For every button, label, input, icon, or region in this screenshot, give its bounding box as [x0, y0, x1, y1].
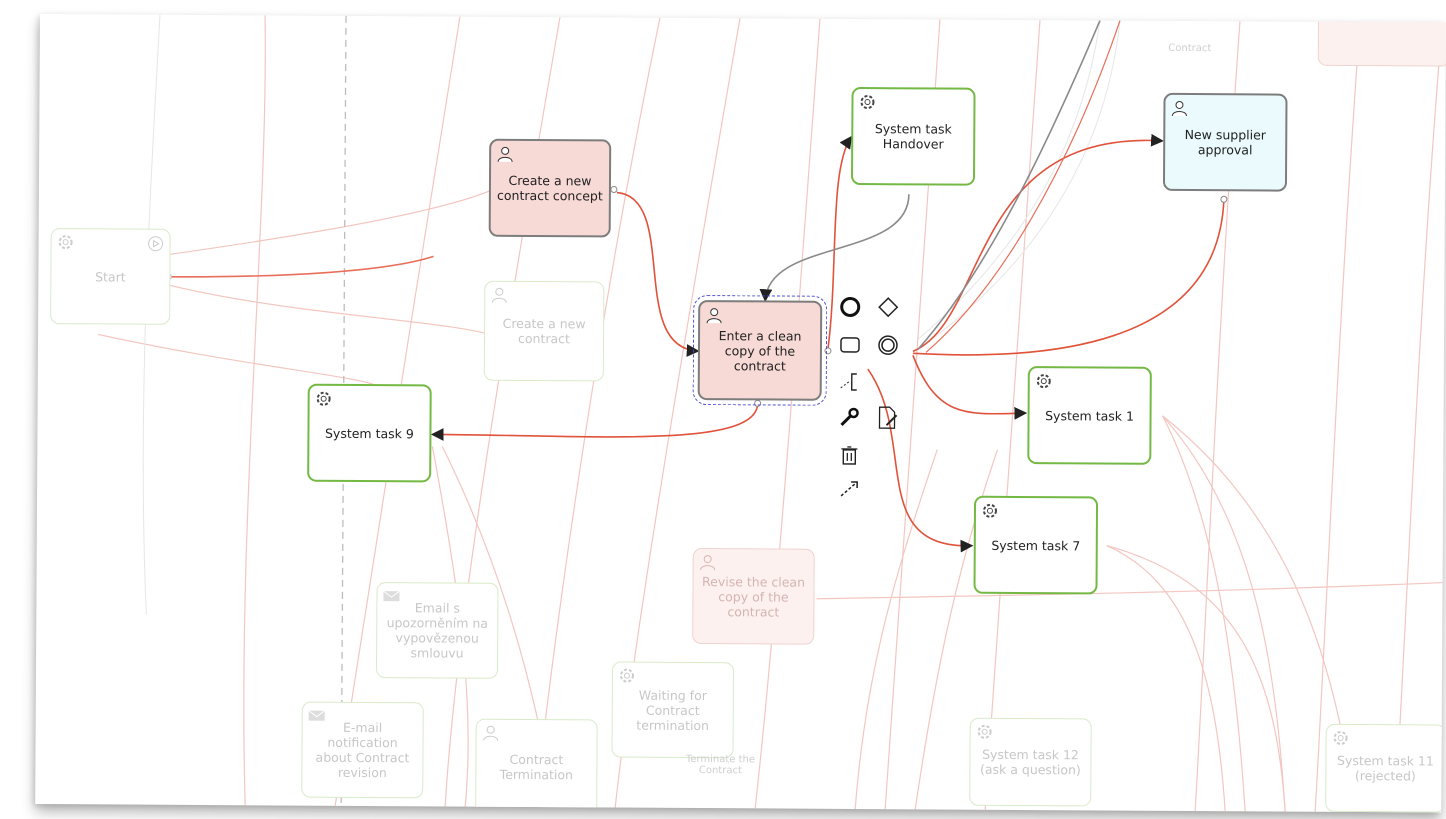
edge-concept-to-clean[interactable] — [616, 191, 700, 357]
clean-copy-node[interactable]: Enter a clean copy of the contract — [692, 294, 828, 406]
contract-top-label: Contract — [1168, 42, 1212, 55]
edge-to-supplier[interactable] — [912, 133, 1164, 353]
end-event-icon[interactable] — [838, 295, 862, 319]
annotation-icon[interactable] — [838, 369, 862, 393]
st12-node[interactable]: System task 12 (ask a question) — [969, 717, 1092, 807]
edge-start-to-create[interactable] — [168, 255, 434, 279]
waiting-node[interactable]: Waiting for Contract termination — [611, 661, 735, 759]
start-label: Start — [95, 268, 126, 285]
handover-label: System task Handover — [874, 121, 952, 152]
connect-icon[interactable] — [837, 477, 861, 501]
gear-icon — [1036, 374, 1051, 389]
email-revision-label: E-mail notification about Contract revis… — [315, 719, 410, 781]
edge-clean-to-st9[interactable] — [430, 401, 759, 441]
gear-icon — [316, 391, 331, 406]
email-revision-node[interactable]: E-mail notification about Contract revis… — [301, 701, 424, 799]
supplier-node[interactable]: New supplier approval — [1162, 92, 1288, 192]
user-icon — [700, 555, 716, 571]
clean-copy-label: Enter a clean copy of the contract — [718, 327, 802, 374]
edge-to-st7[interactable] — [867, 368, 974, 553]
user-icon — [491, 287, 507, 303]
task-icon[interactable] — [838, 333, 862, 357]
st9-node[interactable]: System task 9 — [307, 383, 432, 483]
edge-red-top — [925, 20, 1121, 353]
edge-clean-to-handover[interactable] — [827, 135, 853, 349]
gateway-icon[interactable] — [876, 295, 900, 319]
data-object-icon[interactable] — [875, 405, 899, 431]
supplier-label: New supplier approval — [1184, 126, 1266, 158]
st11-label: System task 11 (rejected) — [1337, 752, 1434, 784]
waiting-label: Waiting for Contract termination — [636, 687, 710, 733]
termination-node[interactable]: Contract Termination — [475, 718, 598, 813]
edge-to-st1[interactable] — [912, 355, 1028, 420]
create-concept-label: Create a new contract concept — [496, 172, 603, 204]
gear-icon — [860, 95, 875, 110]
port-dot — [610, 186, 618, 194]
envelope-icon — [383, 590, 400, 602]
edge-supplier-to-event[interactable] — [912, 197, 1225, 356]
gear-icon — [982, 503, 997, 518]
edge-gray-top — [917, 20, 1101, 350]
termination-label: Contract Termination — [499, 751, 574, 783]
play-icon — [148, 236, 164, 252]
create-contract-node[interactable]: Create a new contract — [483, 280, 605, 382]
email-cz-node[interactable]: Email s upozorněním na vypovězenou smlou… — [375, 582, 499, 679]
background-connections — [97, 15, 1443, 813]
gear-icon — [1333, 730, 1348, 745]
intermediate-event-icon[interactable] — [876, 333, 900, 357]
email-cz-label: Email s upozorněním na vypovězenou smlou… — [386, 600, 489, 661]
user-icon — [483, 725, 499, 741]
st11-node[interactable]: System task 11 (rejected) — [1325, 723, 1446, 813]
port-dot — [824, 347, 832, 355]
revise-label: Revise the clean copy of the contract — [702, 573, 806, 620]
trash-icon[interactable] — [837, 443, 861, 467]
st1-label: System task 1 — [1045, 407, 1135, 424]
create-contract-label: Create a new contract — [502, 315, 586, 347]
gear-icon — [619, 668, 634, 683]
st7-node[interactable]: System task 7 — [973, 495, 1099, 595]
wrench-icon[interactable] — [837, 405, 861, 429]
st12-label: System task 12 (ask a question) — [979, 746, 1081, 778]
revise-node[interactable]: Revise the clean copy of the contract — [692, 547, 815, 645]
terminate-label: Terminate the Contract — [685, 753, 756, 777]
st7-label: System task 7 — [991, 537, 1081, 553]
top-right-node[interactable] — [1317, 14, 1446, 67]
gear-icon — [977, 724, 992, 739]
user-icon — [497, 146, 513, 163]
edge-handover-to-clean[interactable] — [759, 193, 910, 303]
handover-node[interactable]: System task Handover — [850, 86, 976, 186]
process-canvas[interactable]: Start Create a new contract Revise the c… — [35, 14, 1446, 813]
create-concept-node[interactable]: Create a new contract concept — [488, 138, 612, 238]
gear-icon — [58, 235, 73, 250]
port-dot — [754, 399, 762, 407]
start-node[interactable]: Start — [50, 228, 171, 325]
port-dot — [1220, 195, 1228, 203]
user-icon — [706, 308, 722, 324]
st9-label: System task 9 — [324, 425, 414, 441]
user-icon — [1171, 100, 1187, 117]
st1-node[interactable]: System task 1 — [1027, 366, 1152, 465]
envelope-icon — [308, 710, 326, 721]
